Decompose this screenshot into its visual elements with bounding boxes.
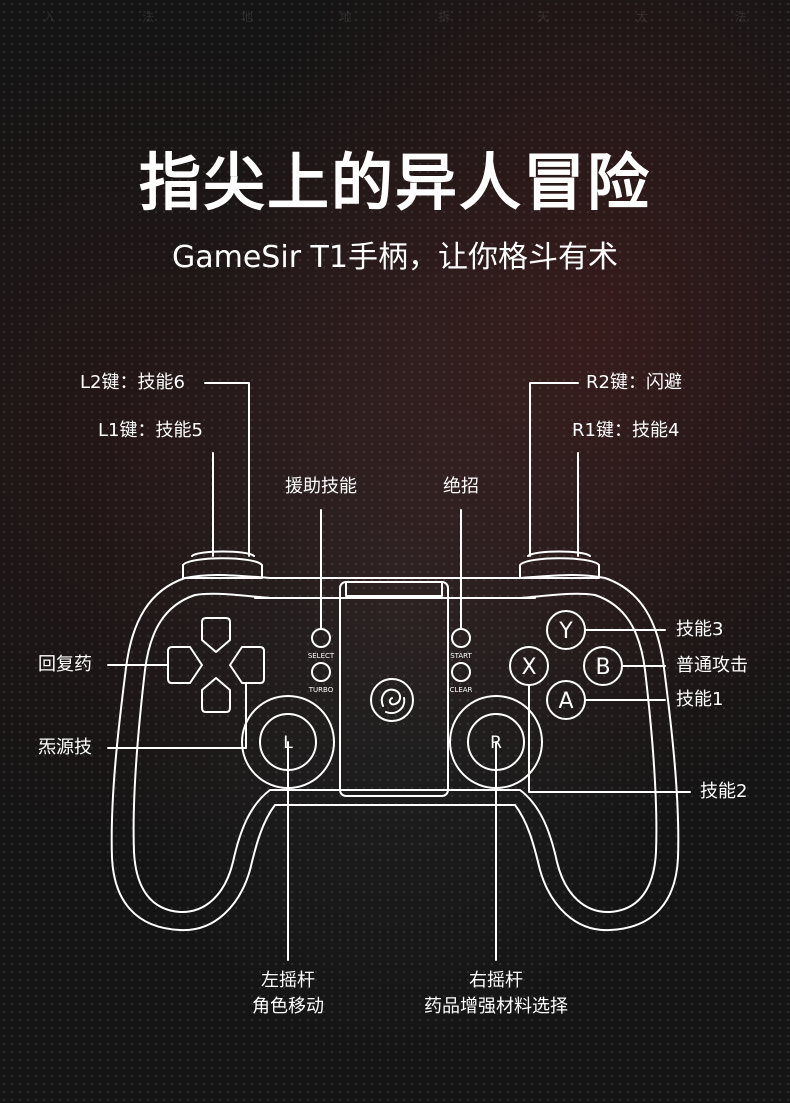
clear-text: CLEAR: [450, 686, 473, 694]
gamesir-logo: [370, 678, 414, 722]
a-letter: A: [558, 689, 573, 714]
turbo-button: [311, 662, 331, 682]
label-l2: L2键：技能6: [80, 372, 185, 393]
y-letter: Y: [558, 619, 573, 644]
phone-holder-clip: [345, 581, 443, 597]
label-b-function: 普通攻击: [676, 655, 748, 676]
dpad-up: [201, 617, 231, 653]
callout-r2: [529, 382, 579, 557]
subtitle: GameSir T1手柄，让你格斗有术: [172, 240, 618, 275]
shoulder-l1: [182, 557, 263, 579]
strip-char: 地: [339, 9, 352, 24]
shoulder-l2: [191, 550, 255, 557]
shoulder-r1: [519, 557, 600, 579]
dpad-right: [229, 646, 265, 684]
strip-char: 天: [537, 9, 550, 24]
label-y-function: 技能3: [676, 619, 724, 640]
shoulder-r2: [527, 550, 591, 557]
top-decorative-strip: 入 法 地 地 拆 天 太 法: [0, 6, 790, 26]
x-letter: X: [521, 655, 536, 680]
headline: 指尖上的异人冒险: [138, 146, 651, 219]
turbo-text: TURBO: [308, 686, 334, 694]
label-right-stick-desc: 药品增强材料选择: [424, 996, 568, 1017]
controller-body: [110, 573, 680, 932]
label-start-function: 绝招: [443, 476, 479, 497]
label-left-stick-desc: 角色移动: [252, 996, 324, 1017]
strip-char: 地: [240, 9, 253, 24]
label-dpad: 回复药: [38, 654, 92, 675]
label-left-stick-title: 左摇杆: [261, 970, 315, 991]
b-letter: B: [595, 655, 610, 680]
dpad-down: [201, 677, 231, 713]
strip-char: 太: [635, 9, 648, 24]
select-button: [311, 628, 331, 648]
controller-body-inner: [132, 592, 658, 914]
start-button: [451, 628, 471, 648]
label-x-function: 技能2: [700, 781, 748, 802]
strip-char: 拆: [438, 9, 451, 24]
gamesir-logo-mark: [380, 688, 406, 714]
left-stick-letter: L: [283, 733, 293, 753]
clear-button: [451, 662, 471, 682]
callout-l2: [204, 382, 250, 557]
strip-char: 入: [43, 9, 56, 24]
label-right-stick-title: 右摇杆: [469, 970, 523, 991]
select-text: SELECT: [308, 652, 335, 660]
right-stick-letter: R: [490, 733, 502, 753]
label-r1: R1键：技能4: [572, 420, 680, 441]
label-select-function: 援助技能: [285, 476, 357, 497]
strip-char: 法: [142, 9, 155, 24]
label-a-function: 技能1: [676, 689, 724, 710]
callout-x: [528, 684, 691, 793]
strip-char: 法: [734, 9, 747, 24]
label-dpad-left: 炁源技: [38, 737, 92, 758]
start-text: START: [450, 652, 472, 660]
phone-holder: [339, 581, 449, 797]
callout-dpad-left: [107, 682, 247, 749]
label-r2: R2键：闪避: [586, 372, 682, 393]
label-l1: L1键：技能5: [98, 420, 203, 441]
dpad-left: [167, 646, 203, 684]
